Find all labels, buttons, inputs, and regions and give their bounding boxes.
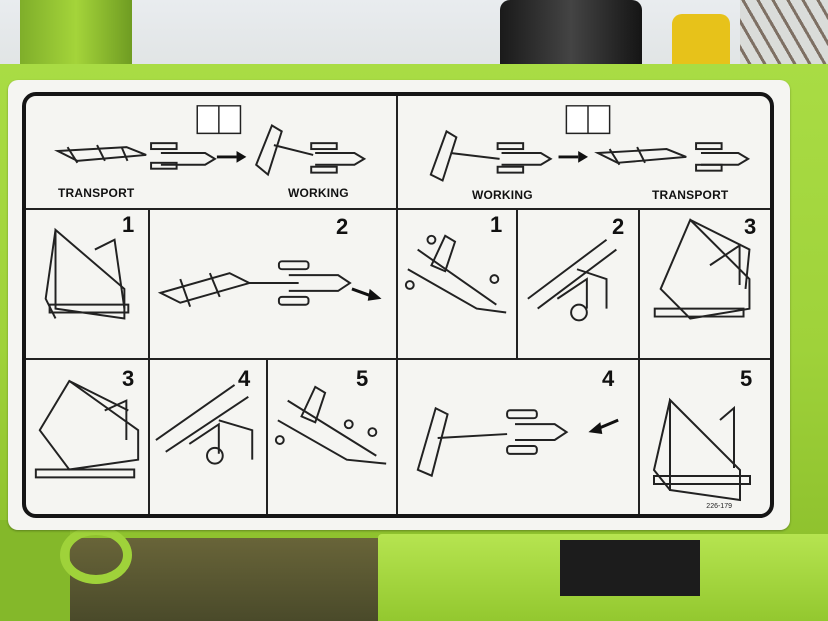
step-number: 3 <box>122 366 135 391</box>
step-panel-left-1: 1 <box>26 210 150 360</box>
hitch-frame-icon <box>155 384 254 465</box>
step-panel-left-5: 5 <box>268 360 398 514</box>
sticker-border: TRANSPORT WORKING <box>22 92 774 518</box>
manual-book-icon <box>565 105 611 135</box>
label-working: WORKING <box>472 188 533 202</box>
label-transport: TRANSPORT <box>652 188 729 202</box>
step-number: 1 <box>122 212 135 237</box>
step-panel-right-3: 3 <box>640 210 770 360</box>
transport-to-working-diagram <box>53 105 367 177</box>
step-number: 3 <box>744 214 757 239</box>
black-cylinder <box>500 0 642 70</box>
step-panel-left-3: 3 <box>26 360 150 514</box>
black-hitch-part <box>560 540 700 596</box>
step-panel-right-1: 1 <box>398 210 518 360</box>
part-code: 226-179 <box>706 503 732 510</box>
yellow-machine <box>672 14 730 70</box>
lifting-ring <box>60 526 132 584</box>
tractor-implement-icon <box>157 260 382 308</box>
green-post <box>20 0 132 70</box>
hitch-frame-icon <box>34 379 140 479</box>
hitch-frame-icon <box>404 234 507 314</box>
arrow-left-icon <box>588 418 619 435</box>
tractor-implement-icon <box>416 406 619 478</box>
step-panel-right-4: 4 <box>398 360 640 514</box>
arrow-right-icon <box>351 287 382 301</box>
step-number: 5 <box>740 366 753 391</box>
panel-transport-to-working: TRANSPORT WORKING <box>26 96 398 210</box>
green-frame-leg <box>0 520 70 621</box>
panel-working-to-transport: WORKING TRANSPORT <box>398 96 770 210</box>
step-number: 2 <box>612 214 625 239</box>
label-working: WORKING <box>288 186 349 200</box>
step-panel-right-5: 5 <box>640 360 770 514</box>
arrow-right-icon <box>216 151 247 163</box>
hitch-frame-icon <box>44 227 130 320</box>
step-number: 2 <box>336 214 349 239</box>
step-number: 1 <box>490 212 503 237</box>
tree-branches <box>740 0 828 70</box>
step-number: 5 <box>356 366 369 391</box>
hitch-frame-icon <box>652 397 751 502</box>
hitch-frame-icon <box>274 385 387 465</box>
label-transport: TRANSPORT <box>58 186 135 200</box>
hitch-frame-icon <box>653 218 751 320</box>
step-panel-left-4: 4 <box>150 360 268 514</box>
hitch-frame-icon <box>527 238 617 322</box>
step-number: 4 <box>238 366 251 391</box>
instruction-sticker: TRANSPORT WORKING <box>8 80 790 530</box>
step-panel-left-2: 2 <box>150 210 398 360</box>
arrow-right-icon <box>558 151 588 163</box>
working-to-transport-diagram <box>429 105 751 182</box>
manual-book-icon <box>196 105 242 135</box>
step-panel-right-2: 2 <box>518 210 640 360</box>
step-number: 4 <box>602 366 615 391</box>
